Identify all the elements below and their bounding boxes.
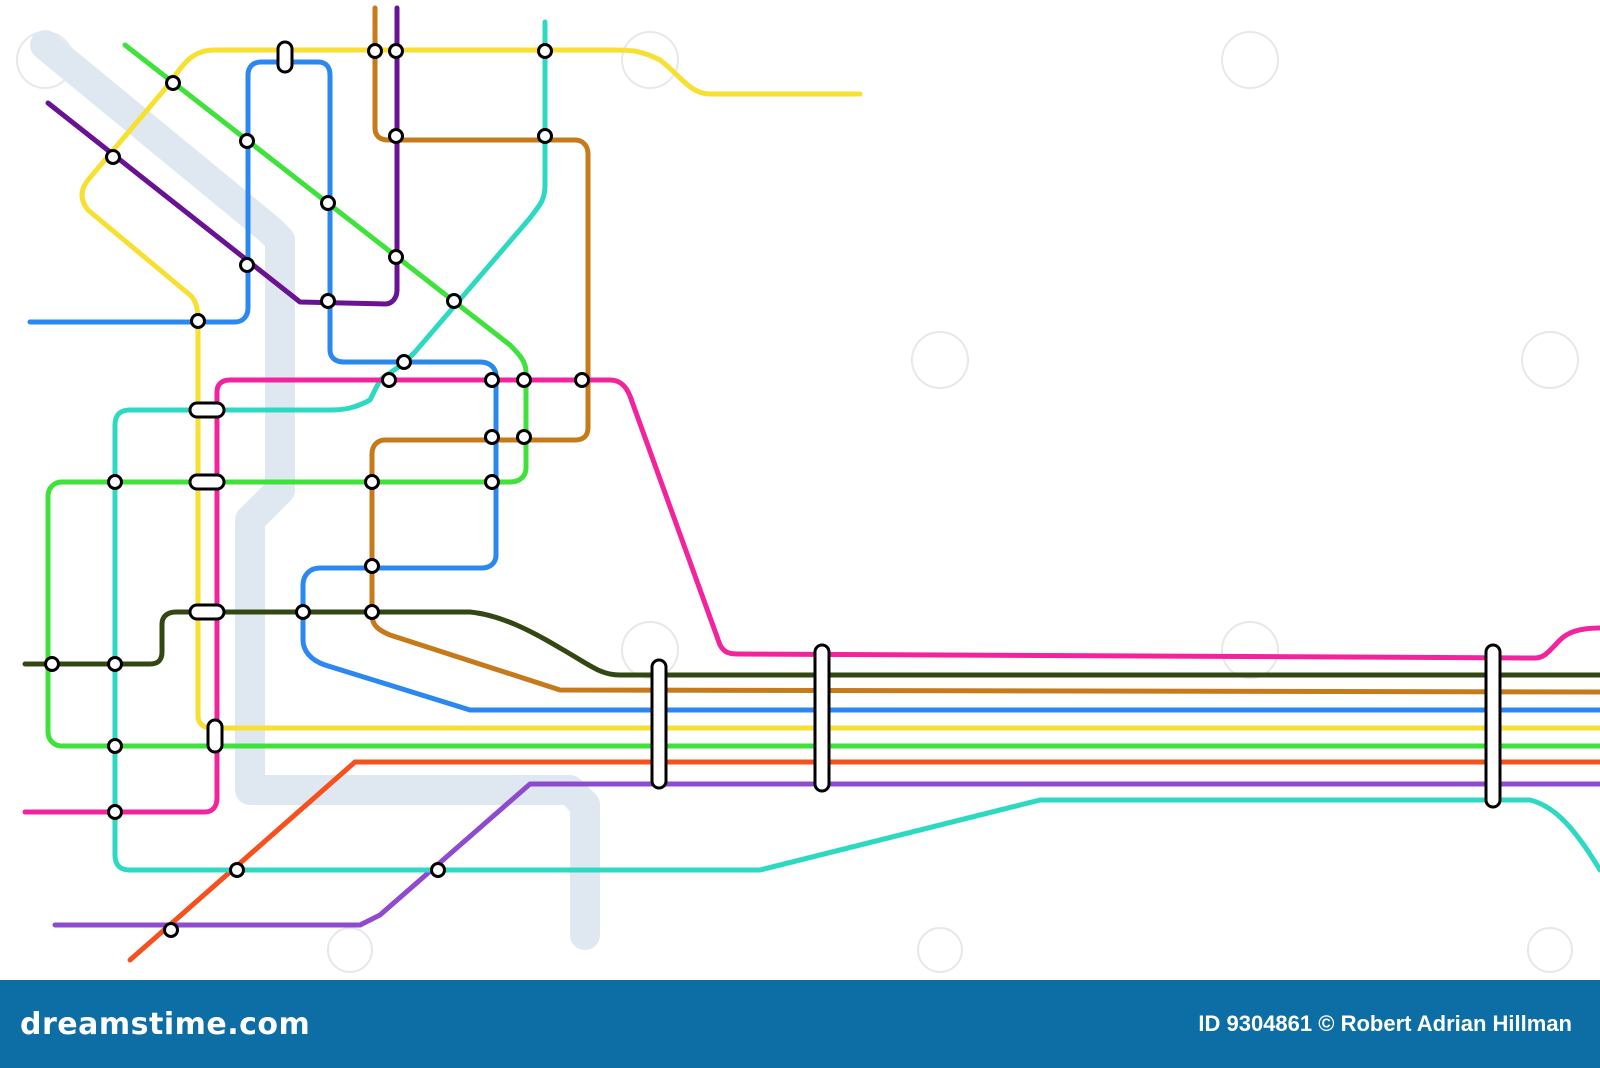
station-marker[interactable] bbox=[364, 474, 380, 490]
station-marker[interactable] bbox=[446, 293, 462, 309]
footer-bar: dreamstime.com ID 9304861 © Robert Adria… bbox=[0, 980, 1600, 1068]
station-marker[interactable] bbox=[295, 604, 311, 620]
interchange-bar[interactable] bbox=[206, 718, 224, 754]
brown-line bbox=[369, 5, 1600, 695]
station-marker[interactable] bbox=[320, 195, 336, 211]
station-marker[interactable] bbox=[396, 354, 412, 370]
station-marker[interactable] bbox=[484, 429, 500, 445]
station-marker[interactable] bbox=[165, 75, 181, 91]
station-marker[interactable] bbox=[364, 558, 380, 574]
station-marker[interactable] bbox=[163, 922, 179, 938]
station-marker[interactable] bbox=[388, 128, 404, 144]
station-marker[interactable] bbox=[537, 128, 553, 144]
station-marker[interactable] bbox=[229, 862, 245, 878]
stations bbox=[44, 43, 590, 938]
station-marker[interactable] bbox=[107, 804, 123, 820]
interchange-bars bbox=[188, 40, 1502, 809]
interchange-bar[interactable] bbox=[813, 643, 831, 793]
station-marker[interactable] bbox=[484, 474, 500, 490]
river bbox=[30, 30, 600, 950]
station-marker[interactable] bbox=[107, 474, 123, 490]
station-marker[interactable] bbox=[516, 429, 532, 445]
station-marker[interactable] bbox=[516, 372, 532, 388]
interchange-bar[interactable] bbox=[1484, 643, 1502, 809]
dark-olive-line bbox=[22, 609, 1600, 678]
interchange-pill[interactable] bbox=[188, 401, 226, 419]
station-marker[interactable] bbox=[367, 43, 383, 59]
station-marker[interactable] bbox=[105, 149, 121, 165]
cyan-line bbox=[112, 19, 1600, 873]
footer-credit: ID 9304861 © Robert Adrian Hillman bbox=[1198, 1011, 1572, 1036]
station-marker[interactable] bbox=[574, 372, 590, 388]
watermark-pattern bbox=[16, 31, 1579, 973]
station-marker[interactable] bbox=[364, 604, 380, 620]
station-marker[interactable] bbox=[388, 43, 404, 59]
blue-line bbox=[27, 59, 1600, 713]
purple-line bbox=[45, 5, 400, 307]
station-marker[interactable] bbox=[320, 293, 336, 309]
station-marker[interactable] bbox=[381, 372, 397, 388]
station-marker[interactable] bbox=[239, 257, 255, 273]
pink-line bbox=[22, 377, 1600, 815]
interchange-pill[interactable] bbox=[188, 603, 226, 621]
station-marker[interactable] bbox=[239, 133, 255, 149]
footer-brand[interactable]: dreamstime.com bbox=[20, 1006, 311, 1042]
station-marker[interactable] bbox=[484, 372, 500, 388]
station-marker[interactable] bbox=[107, 738, 123, 754]
metro-map bbox=[16, 5, 1600, 973]
interchange-bar[interactable] bbox=[650, 658, 668, 790]
station-marker[interactable] bbox=[190, 313, 206, 329]
station-marker[interactable] bbox=[388, 249, 404, 265]
station-marker[interactable] bbox=[430, 862, 446, 878]
violet-line bbox=[52, 781, 1600, 928]
station-marker[interactable] bbox=[107, 656, 123, 672]
interchange-pill[interactable] bbox=[188, 473, 226, 491]
green-line bbox=[45, 42, 1600, 749]
station-marker[interactable] bbox=[537, 43, 553, 59]
station-marker[interactable] bbox=[44, 656, 60, 672]
red-orange-line bbox=[127, 759, 1600, 963]
interchange-bar[interactable] bbox=[276, 40, 294, 74]
metro-lines bbox=[22, 5, 1600, 963]
yellow-line bbox=[79, 47, 1600, 731]
